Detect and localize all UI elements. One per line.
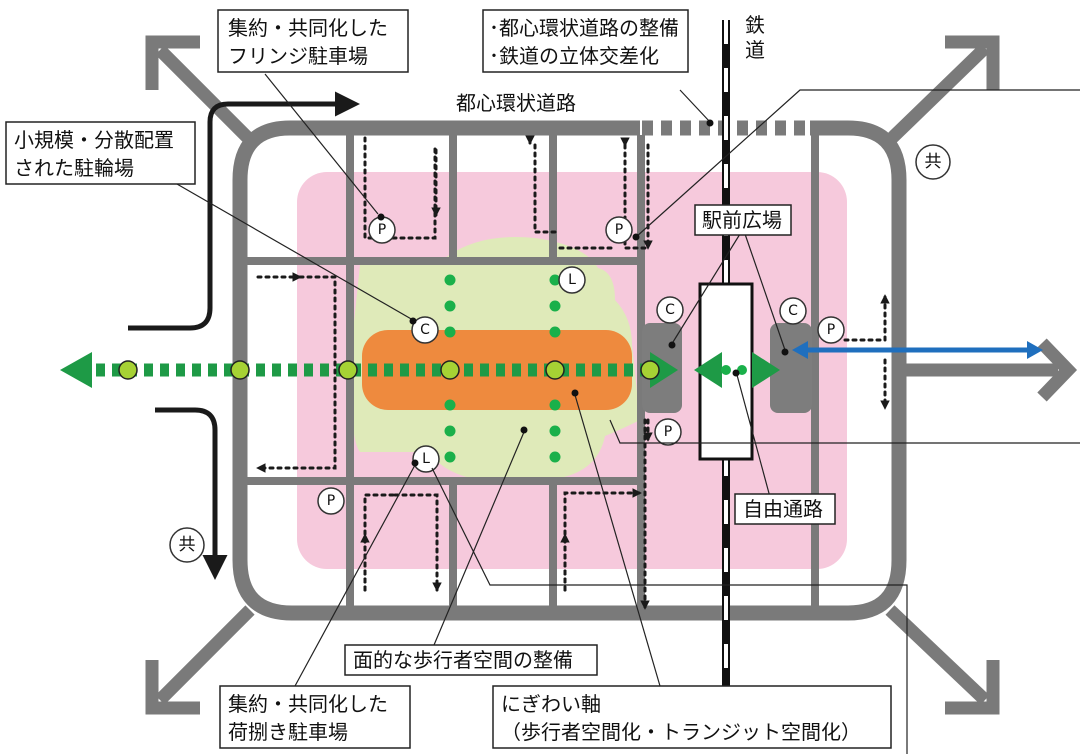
symbol-parking-5: P xyxy=(317,487,345,515)
symbol-shared-2: 共 xyxy=(169,527,205,563)
svg-text:フリンジ駐車場: フリンジ駐車場 xyxy=(228,44,368,68)
symbol-loading-1: L xyxy=(558,266,586,294)
leader-lines xyxy=(169,73,1080,754)
svg-text:にぎわい軸: にぎわい軸 xyxy=(501,692,601,716)
label-railway: 鉄 道 xyxy=(745,13,765,62)
label-ring-road-rail: ･都心環状道路の整備 ･鉄道の立体交差化 xyxy=(482,9,689,73)
label-fringe-parking: 集約・共同化した フリンジ駐車場 xyxy=(217,9,409,73)
svg-text:自由通路: 自由通路 xyxy=(743,497,823,521)
radial-roads xyxy=(145,35,1078,715)
traffic-arrows xyxy=(128,91,360,580)
symbol-parking-2: P xyxy=(605,216,633,244)
svg-text:共: 共 xyxy=(179,535,196,555)
svg-text:（歩行者空間化・トランジット空間化）: （歩行者空間化・トランジット空間化） xyxy=(501,720,861,744)
green-dot-lines xyxy=(444,274,747,463)
label-pedestrian-space: 面的な歩行者空間の整備 xyxy=(344,644,598,676)
svg-text:共: 共 xyxy=(925,152,942,172)
svg-text:P: P xyxy=(664,424,672,440)
blue-link xyxy=(792,341,1043,359)
svg-text:C: C xyxy=(788,303,798,319)
svg-text:C: C xyxy=(665,302,675,318)
svg-text:された駐輪場: された駐輪場 xyxy=(14,156,134,180)
svg-text:鉄: 鉄 xyxy=(745,13,765,37)
symbol-parking-1: P xyxy=(368,216,396,244)
svg-text:集約・共同化した: 集約・共同化した xyxy=(228,16,388,40)
svg-text:面的な歩行者空間の整備: 面的な歩行者空間の整備 xyxy=(353,648,573,672)
svg-text:駅前広場: 駅前広場 xyxy=(702,208,782,232)
dotted-circulation xyxy=(256,135,890,610)
svg-text:P: P xyxy=(378,222,386,238)
svg-text:L: L xyxy=(422,451,430,467)
label-station-plaza: 駅前広場 xyxy=(694,204,792,236)
label-bustle-axis: にぎわい軸 （歩行者空間化・トランジット空間化） xyxy=(492,685,892,749)
label-bike-parking: 小規模・分散配置 された駐輪場 xyxy=(5,121,196,185)
svg-text:P: P xyxy=(615,222,623,238)
svg-text:小規模・分散配置: 小規模・分散配置 xyxy=(14,128,174,152)
svg-text:P: P xyxy=(327,493,335,509)
symbol-cycle-3: C xyxy=(779,297,807,325)
label-free-passage: 自由通路 xyxy=(734,493,836,525)
symbol-cycle-2: C xyxy=(656,296,684,324)
svg-text:C: C xyxy=(420,322,430,338)
label-loading-parking: 集約・共同化した 荷捌き駐車場 xyxy=(219,685,411,749)
label-ring-road: 都心環状道路 xyxy=(456,91,576,115)
svg-text:･都心環状道路の整備: ･都心環状道路の整備 xyxy=(489,16,679,40)
axis-nodes xyxy=(118,360,660,380)
green-pedestrian-axis xyxy=(60,352,780,388)
svg-text:道: 道 xyxy=(745,38,765,62)
svg-text:集約・共同化した: 集約・共同化した xyxy=(228,692,388,716)
svg-text:･鉄道の立体交差化: ･鉄道の立体交差化 xyxy=(489,44,659,68)
symbol-cycle-1: C xyxy=(411,316,439,344)
symbol-shared-1: 共 xyxy=(915,144,951,180)
symbol-parking-4: P xyxy=(654,418,682,446)
svg-text:荷捌き駐車場: 荷捌き駐車場 xyxy=(228,720,348,744)
symbol-loading-2: L xyxy=(412,445,440,473)
svg-text:L: L xyxy=(568,272,576,288)
svg-text:P: P xyxy=(827,322,835,338)
symbol-parking-3: P xyxy=(817,316,845,344)
